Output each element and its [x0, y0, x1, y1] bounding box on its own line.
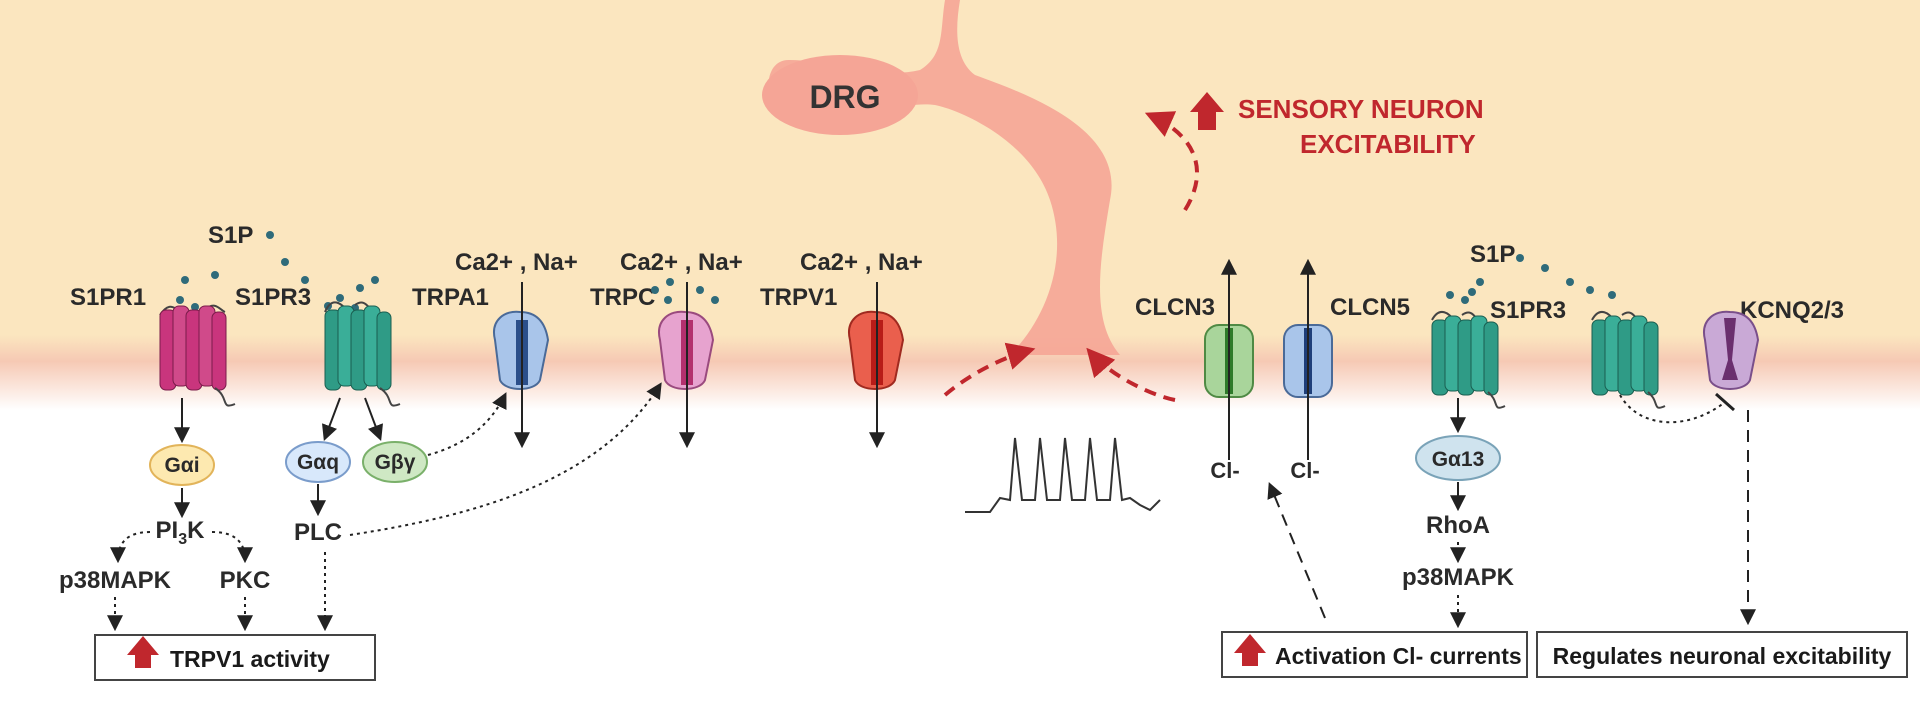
trpc-label: TRPC	[590, 284, 655, 311]
up-arrow-icon	[1190, 92, 1224, 130]
ions-trpv1-label: Ca2+ , Na+	[800, 249, 923, 276]
excitability-line1: SENSORY NEURON	[1238, 94, 1484, 124]
inhibition-bar	[1715, 392, 1735, 412]
arrow-s1pr3-gby	[364, 397, 383, 441]
excitability-arrow	[1144, 111, 1200, 212]
trpv1-activity-text: TRPV1 activity	[170, 646, 330, 672]
gby-label: Gβγ	[375, 451, 416, 474]
regulates-excitability-text: Regulates neuronal excitability	[1553, 643, 1892, 669]
excitability-callout: SENSORY NEURON EXCITABILITY	[943, 92, 1484, 402]
ions-trpc-label: Ca2+ , Na+	[620, 249, 743, 276]
trpv1-activity-box: TRPV1 activity	[94, 634, 376, 681]
s1pr3-receptor-right-a	[1431, 310, 1506, 409]
s1p-molecules-right	[1446, 254, 1616, 304]
gaq-label: Gαq	[297, 451, 339, 474]
ga13-protein	[1415, 435, 1501, 481]
s1pr1-label: S1PR1	[70, 284, 146, 311]
arrow-pi3k-p38	[110, 531, 151, 564]
clcn5-label: CLCN5	[1330, 294, 1410, 321]
gai-protein	[149, 444, 215, 486]
s1p-label-left: S1P	[208, 222, 253, 249]
drg-label: DRG	[809, 79, 880, 115]
s1pr1-receptor	[159, 304, 236, 407]
p38-label-right: p38MAPK	[1402, 564, 1515, 591]
arrow-box-clcn	[1267, 482, 1326, 619]
arrow-plc-trpc	[349, 382, 662, 536]
red-curve-right	[1086, 347, 1176, 402]
drg-soma	[762, 55, 918, 135]
p38-label-left: p38MAPK	[59, 567, 172, 594]
up-arrow-icon	[1234, 634, 1266, 666]
s1pr3-label-right: S1PR3	[1490, 297, 1566, 324]
gai-label: Gαi	[164, 454, 199, 477]
inhibition-line-kcnq	[1619, 394, 1726, 424]
trpa1-label: TRPA1	[412, 284, 489, 311]
activation-cl-text: Activation Cl- currents	[1275, 643, 1522, 669]
action-potential-trace	[965, 437, 1161, 513]
activation-cl-currents-box: Activation Cl- currents	[1221, 631, 1528, 678]
pi3k-label: PI3K	[156, 517, 206, 548]
red-curve-left	[943, 342, 1036, 397]
kcnq-channel	[1703, 310, 1760, 390]
clcn3-label: CLCN3	[1135, 294, 1215, 321]
ga13-label: Gα13	[1432, 448, 1485, 471]
arrow-pi3k-pkc	[211, 531, 253, 564]
cl-label-a: Cl-	[1210, 458, 1239, 483]
gaq-protein	[285, 441, 351, 483]
s1pr3-receptor-right-b	[1591, 310, 1666, 409]
kcnq-label: KCNQ2/3	[1740, 297, 1844, 324]
s1pr3-label-left: S1PR3	[235, 284, 311, 311]
s1p-label-right: S1P	[1470, 241, 1515, 268]
drg-neuron: DRG	[762, 0, 1120, 355]
cl-label-b: Cl-	[1290, 458, 1319, 483]
s1pr3-receptor-left	[324, 301, 401, 407]
arrow-s1pr3-gaq	[322, 397, 341, 441]
plc-label: PLC	[294, 519, 342, 546]
s1p-molecules-trpc	[651, 278, 719, 304]
up-arrow-icon	[127, 636, 159, 668]
regulates-excitability-box: Regulates neuronal excitability	[1536, 631, 1908, 678]
ions-trpa1-label: Ca2+ , Na+	[455, 249, 578, 276]
gby-protein	[362, 441, 428, 483]
trpv1-label: TRPV1	[760, 284, 837, 311]
pkc-label: PKC	[220, 567, 271, 594]
rhoa-label: RhoA	[1426, 512, 1490, 539]
excitability-line2: EXCITABILITY	[1300, 129, 1476, 159]
